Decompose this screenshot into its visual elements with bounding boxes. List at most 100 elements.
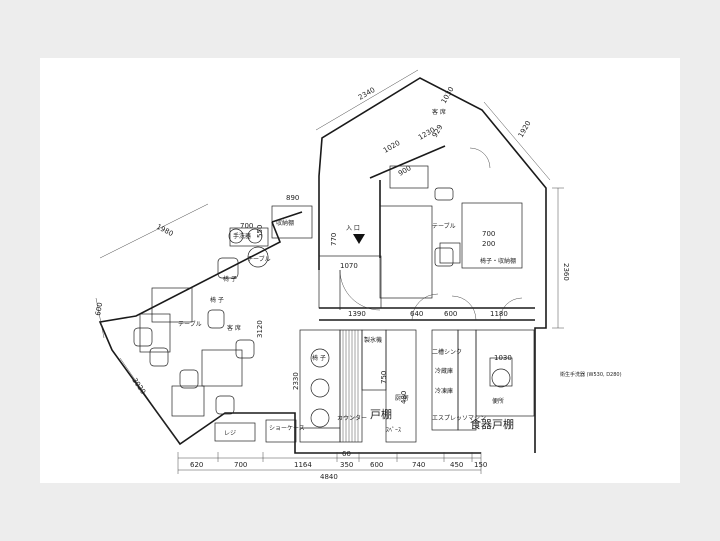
dim-bottom-1164: 1164 <box>294 461 312 469</box>
dim-929: 929 <box>431 123 445 139</box>
interior-structure <box>214 147 535 443</box>
dim-550: 550 <box>256 225 264 238</box>
dim-1180: 1180 <box>490 310 508 318</box>
room-labels: 入 口 テーブル テーブル 椅子・収納棚 椅 子 椅 子 椅 子 テーブル 客 … <box>178 108 622 437</box>
kitchen-zone <box>385 329 417 443</box>
espresso-label: エスプレッソマシン <box>432 415 486 422</box>
dim-3120: 3120 <box>256 320 264 338</box>
chair-6 <box>215 395 235 415</box>
table-right-label: 椅子・収納棚 <box>480 257 516 265</box>
chair-top-label: 椅 子 <box>223 275 237 283</box>
toilet-fixture <box>489 357 513 387</box>
toilet-label: 便所 <box>492 397 504 405</box>
drawing-sheet: 入 口 テーブル テーブル 椅子・収納棚 椅 子 椅 子 椅 子 テーブル 客 … <box>40 58 680 483</box>
entrance-label: 入 口 <box>346 225 360 232</box>
dim-bottom-700: 700 <box>234 461 247 469</box>
upper-diagonal-wall <box>369 145 446 179</box>
furniture <box>133 165 454 428</box>
register-label: レジ <box>224 430 236 437</box>
upper-wing-wall <box>318 77 547 453</box>
chair-7 <box>217 257 239 279</box>
toilet-bowl <box>491 368 511 388</box>
dim-1980: 1980 <box>155 223 174 238</box>
dim-2340: 2340 <box>357 86 376 102</box>
wc-note: 衛生手洗器 (W530, D280) <box>560 371 622 378</box>
entrance-arrow-icon <box>353 234 365 244</box>
chair-mid-label: 椅 子 <box>210 296 224 304</box>
dim-700-right: 700 <box>482 230 495 238</box>
seat-left-label: 客 席 <box>227 324 241 332</box>
left-wing-top-wall <box>271 211 303 223</box>
chair-5 <box>179 369 199 389</box>
stool-2 <box>247 228 263 244</box>
chair-2 <box>149 347 169 367</box>
chair-1 <box>133 327 153 347</box>
center-chair <box>434 247 454 267</box>
showcase-box <box>265 419 297 443</box>
chair-3 <box>207 309 225 329</box>
center-table-area <box>379 205 433 299</box>
dim-1070: 1070 <box>340 262 358 270</box>
sink-label: 手洗器 <box>233 232 251 240</box>
left-table-4 <box>171 385 205 417</box>
dim-1920: 1920 <box>517 120 533 139</box>
dim-700-left: 700 <box>240 222 253 230</box>
table-center-label: テーブル <box>432 222 456 230</box>
left-table-2 <box>139 313 171 353</box>
dim-bottom-450: 450 <box>450 461 463 469</box>
dim-600-left: 600 <box>94 302 104 317</box>
dim-1030-wc: 1030 <box>494 354 512 362</box>
space-label: ｽﾍﾟｰｽ <box>386 427 401 434</box>
freezer-label: 冷凍庫 <box>435 387 453 395</box>
dim-bottom-total: 4840 <box>320 473 338 481</box>
left-wing-wall <box>98 221 481 454</box>
seat-upper-label: 客 席 <box>432 108 446 116</box>
door-swing-2 <box>451 295 477 321</box>
left-table-3 <box>201 349 243 387</box>
entrance-door-swing <box>339 269 381 311</box>
dim-770: 770 <box>330 233 338 246</box>
bar-stool-3 <box>310 408 330 428</box>
showcase-label: ショーケース <box>269 425 305 432</box>
chair-4 <box>235 339 255 359</box>
table-left-label: テーブル <box>178 320 202 328</box>
dim-bottom-60: 60 <box>342 450 351 458</box>
bar-stool-1 <box>310 348 330 368</box>
upper-bench <box>389 165 429 189</box>
stool-1 <box>228 228 244 244</box>
right-table-area <box>461 202 523 269</box>
dim-bottom-600: 600 <box>370 461 383 469</box>
dim-3020: 3020 <box>130 377 147 396</box>
bar-counter <box>299 329 341 443</box>
bar-stool-2 <box>310 378 330 398</box>
chair-bar-label: 椅 子 <box>312 354 326 362</box>
dim-1020: 1020 <box>382 139 401 155</box>
kitchen-hatch <box>339 329 363 443</box>
dim-bottom-350: 350 <box>340 461 353 469</box>
shelf-unit <box>271 205 313 239</box>
counter-label: カウンター <box>337 414 367 422</box>
round-table <box>247 246 269 268</box>
dim-2330: 2330 <box>292 372 300 390</box>
register-box <box>214 422 256 442</box>
dim-640: 640 <box>410 310 423 318</box>
handwritten-wc: 食器戸棚 <box>470 417 514 431</box>
dim-1390: 1390 <box>348 310 366 318</box>
dim-480: 480 <box>400 391 408 404</box>
toilet-room <box>475 329 535 417</box>
dim-890: 890 <box>286 194 299 202</box>
left-table <box>151 287 193 323</box>
table-small-label: テーブル <box>247 255 271 263</box>
fridge-box <box>439 242 461 264</box>
dimension-labels: 2340 1030 1230 929 1020 900 1920 2360 19… <box>94 86 570 481</box>
dim-200: 200 <box>482 240 495 248</box>
dim-750: 750 <box>380 371 388 384</box>
fridge-label: 冷蔵庫 <box>435 367 453 375</box>
dim-bottom-740: 740 <box>412 461 425 469</box>
dim-bottom-150: 150 <box>474 461 487 469</box>
dim-2360: 2360 <box>562 263 570 281</box>
dim-bottom-620: 620 <box>190 461 203 469</box>
ice-label: 製氷機 <box>364 336 382 344</box>
door-swing-3 <box>499 297 523 321</box>
